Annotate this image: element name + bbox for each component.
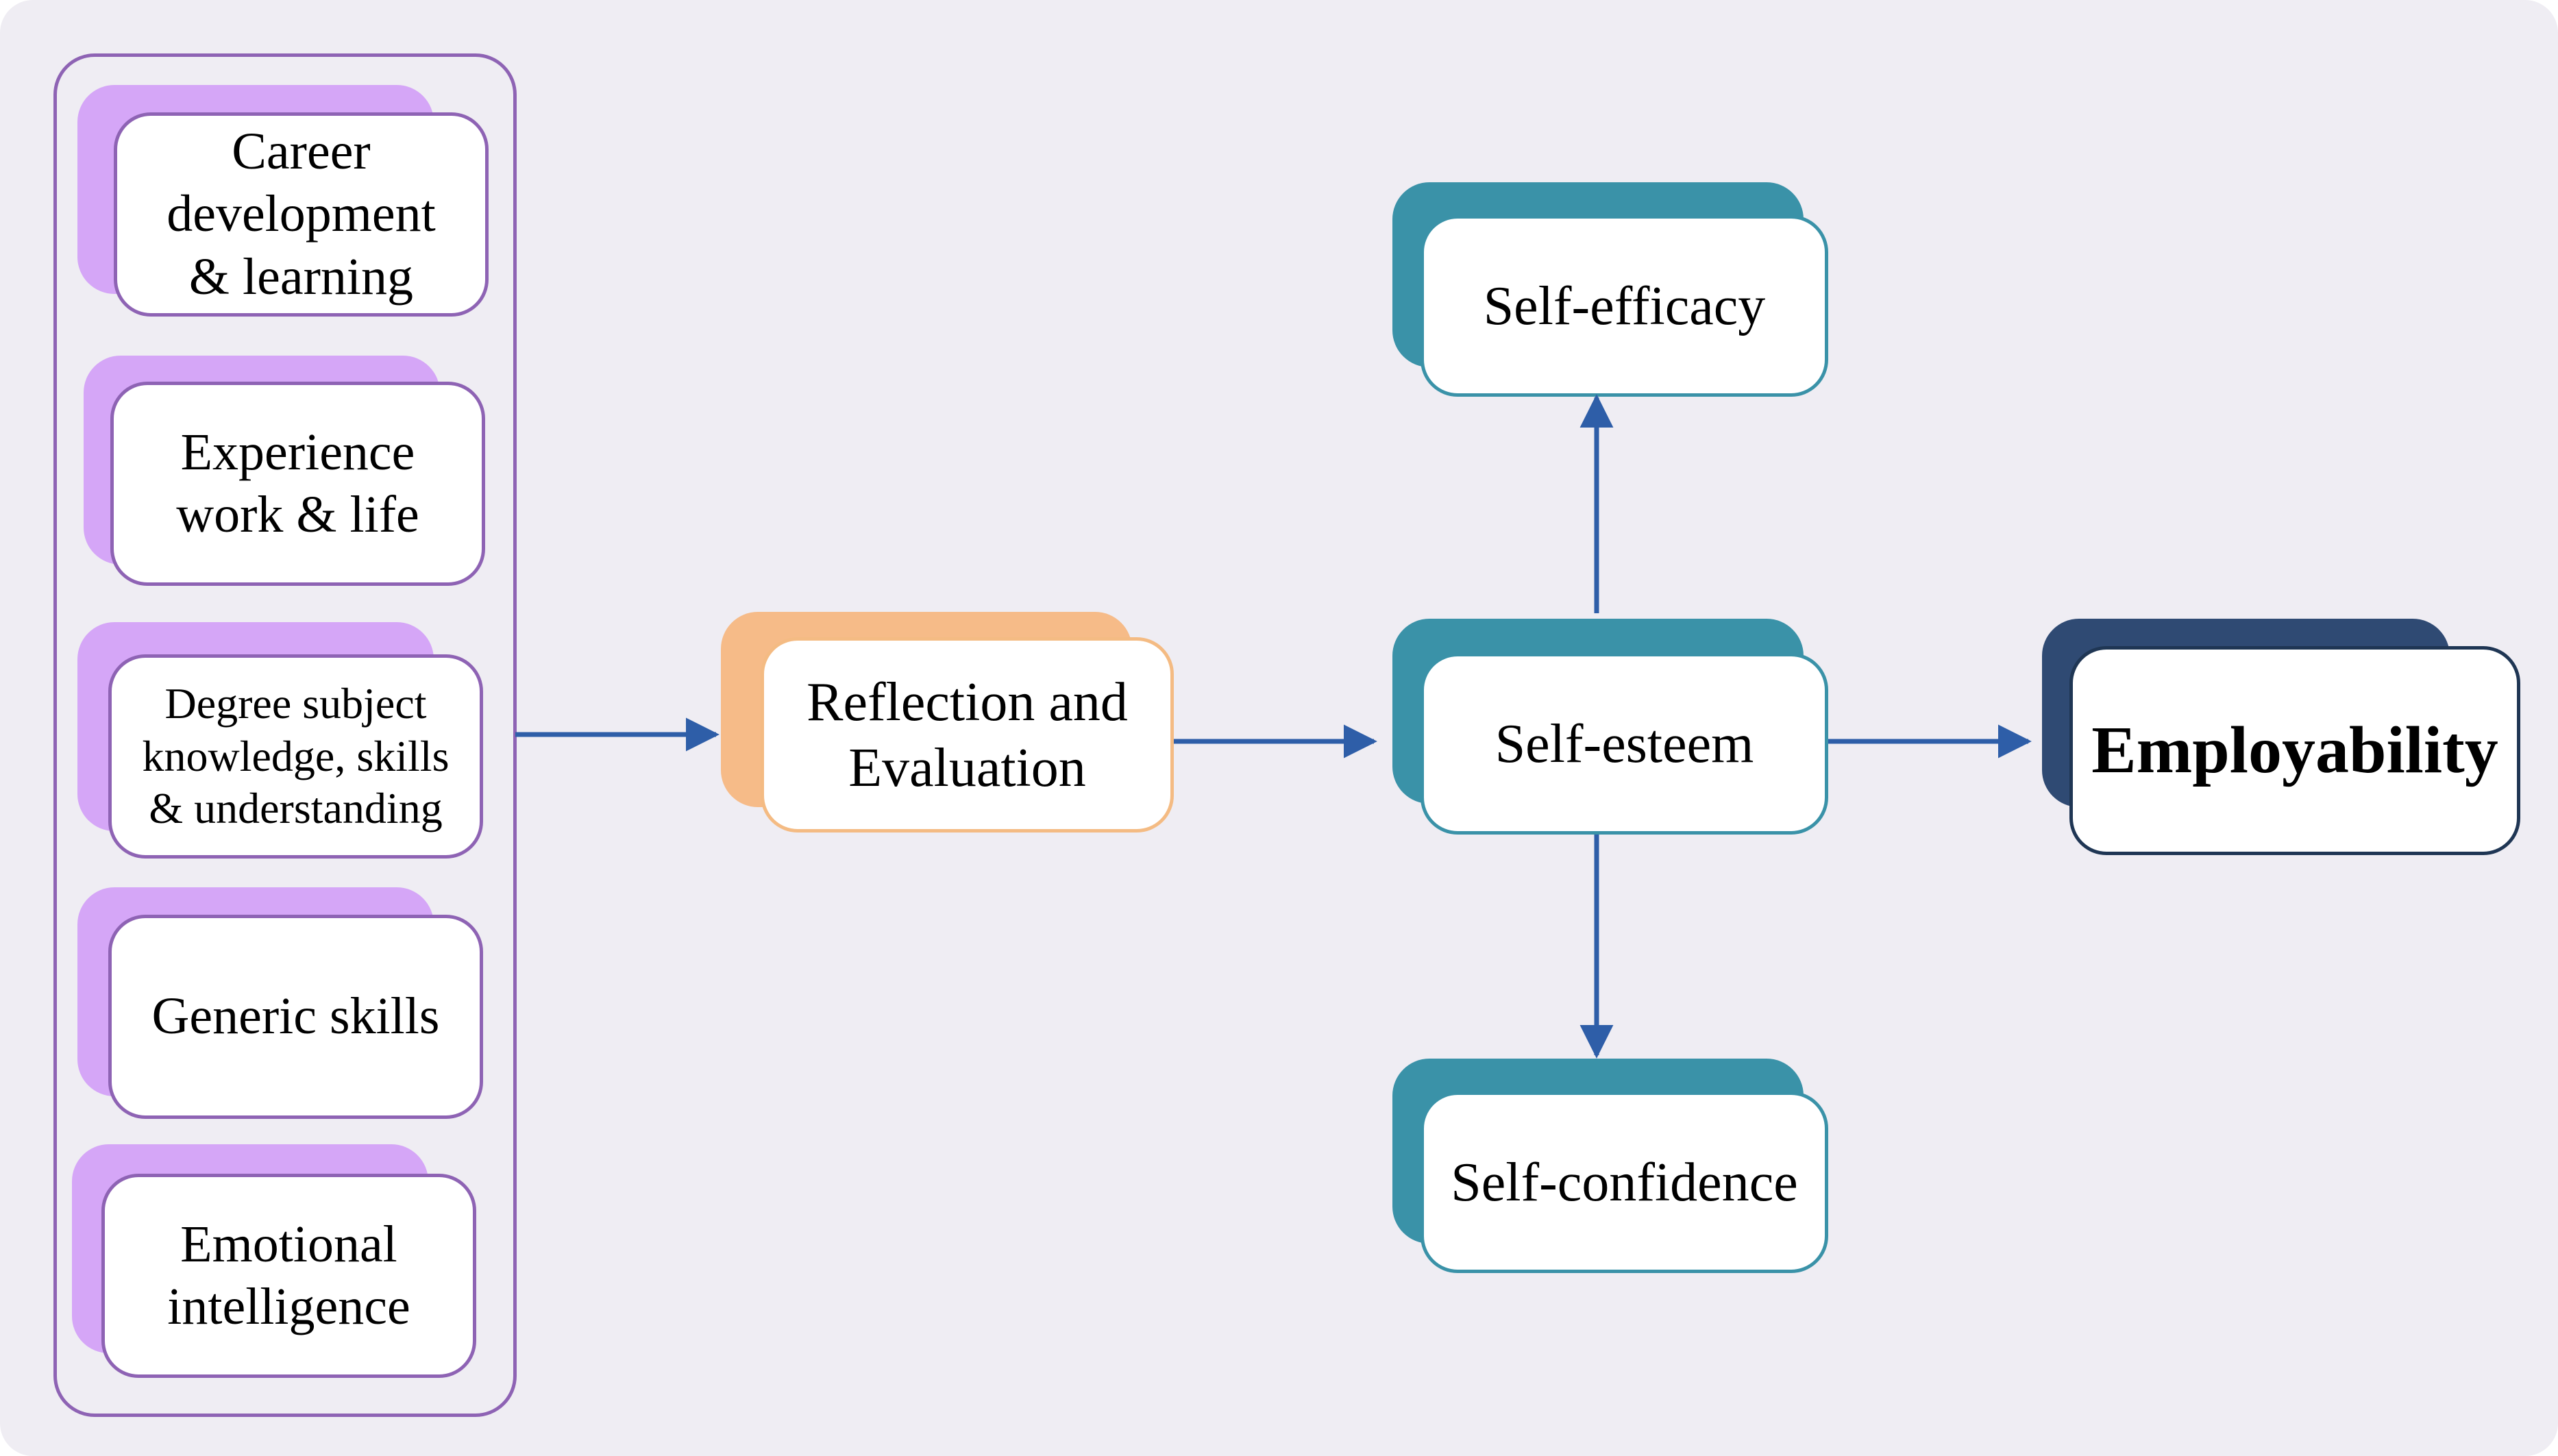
card-self-confidence-label: Self-confidence <box>1451 1152 1798 1213</box>
inputs-group-frame <box>53 53 517 1417</box>
card-generic-skills-label: Generic skills <box>151 987 440 1046</box>
card-degree-subject-label: Degree subject knowledge, skills & under… <box>142 678 450 833</box>
card-self-efficacy-label: Self-efficacy <box>1483 275 1766 336</box>
card-emotional-intelligence-label: Emotional intelligence <box>167 1215 410 1335</box>
card-experience-label: Experience work & life <box>176 423 419 543</box>
card-career-development-label: Career development & learning <box>167 123 436 306</box>
card-self-esteem-label: Self-esteem <box>1495 713 1754 774</box>
card-employability-label: Employability <box>2091 713 2498 787</box>
card-reflection-evaluation-label: Reflection and Evaluation <box>807 671 1128 798</box>
